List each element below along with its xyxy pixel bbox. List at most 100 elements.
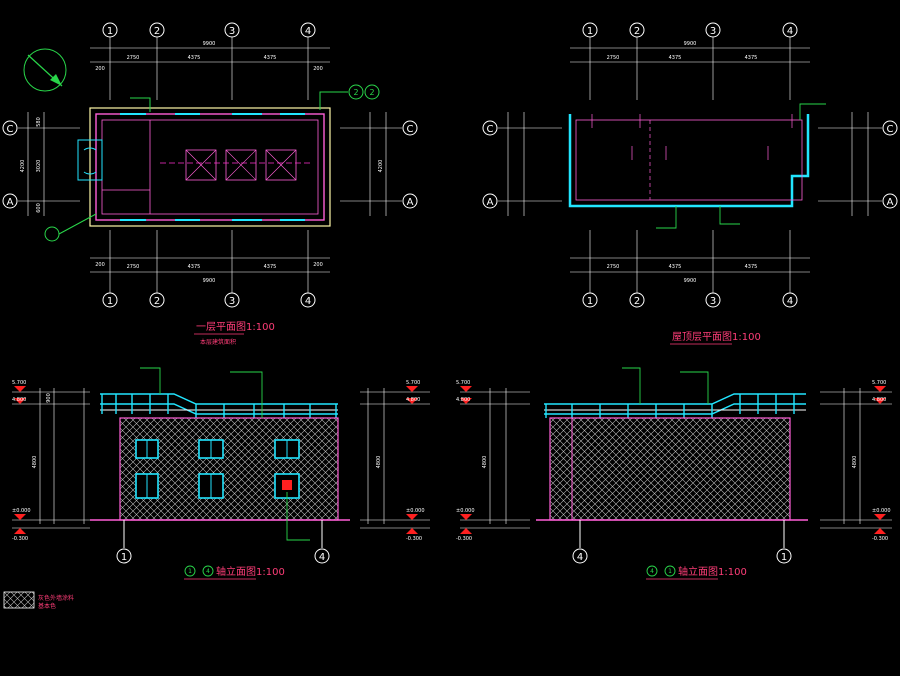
first-floor-plan: 1 2 3 4 1 2 3 4 C A C A 9900 <box>2 22 418 346</box>
axis-label: 1 <box>587 296 593 307</box>
axis-label: 4 <box>577 552 583 563</box>
level-text: 4.800 <box>406 397 420 403</box>
axis-label: 1 <box>781 552 787 563</box>
axis-label: 3 <box>229 26 235 37</box>
hatch-swatch <box>3 591 35 609</box>
view-title: 屋顶层平面图 <box>672 331 732 343</box>
legend-note: 基本色 <box>38 602 56 610</box>
axis-label: C <box>407 124 414 135</box>
dimension-text: 2750 <box>127 264 140 270</box>
level-text: 5.700 <box>456 380 470 386</box>
level-text: -0.300 <box>406 536 422 542</box>
back-elevation: 5.700 4.800 ±0.000 -0.300 5.700 4.800 ±0… <box>456 367 892 580</box>
callout-number: 2 <box>369 88 374 97</box>
axis-label: 1 <box>107 296 113 307</box>
dimension-text: 200 <box>95 66 105 72</box>
area-note: 本层建筑面积 <box>200 338 236 346</box>
axis-label: 2 <box>634 296 640 307</box>
dimension-text: 600 <box>36 203 42 213</box>
axis-label: 4 <box>319 552 325 563</box>
axis-label: 1 <box>121 552 127 563</box>
axis-label: 4 <box>787 26 793 37</box>
dimension-text: 4375 <box>669 264 682 270</box>
dimension-text: 9900 <box>203 41 216 47</box>
axis-label: A <box>487 197 494 208</box>
front-elevation: 5.700 4.800 ±0.000 -0.300 5.700 4.800 ±0… <box>12 367 430 580</box>
dimension-text: 200 <box>313 66 323 72</box>
roof-plan: 1 2 3 4 1 2 3 4 C A C A 9900 275 <box>482 22 898 345</box>
level-text: 4.800 <box>456 397 470 403</box>
dimension-text: 3020 <box>36 160 42 173</box>
dimension-text: 200 <box>95 262 105 268</box>
dimension-text: 9900 <box>203 278 216 284</box>
axis-label: 2 <box>154 296 160 307</box>
view-scale: 1:100 <box>246 322 275 333</box>
level-text: ±0.000 <box>406 508 425 514</box>
axis-label: 4 <box>787 296 793 307</box>
axis-label: C <box>487 124 494 135</box>
title-axis: 4 <box>650 568 654 575</box>
dimension-text: 9900 <box>684 41 697 47</box>
view-title: 轴立面图 <box>678 565 718 578</box>
level-text: ±0.000 <box>456 508 475 514</box>
dimension-text: 4200 <box>20 160 26 173</box>
material-legend: 灰色外墙涂料 基本色 <box>3 591 74 610</box>
dimension-text: 4800 <box>852 456 858 469</box>
level-text: 4.800 <box>12 397 26 403</box>
level-text: 5.700 <box>12 380 26 386</box>
axis-label: C <box>887 124 894 135</box>
view-scale: 1:100 <box>256 567 285 578</box>
level-text: -0.300 <box>12 536 28 542</box>
view-title: 轴立面图 <box>216 565 256 578</box>
axis-label: 2 <box>154 26 160 37</box>
dimension-text: 2750 <box>127 55 140 61</box>
dimension-text: 4200 <box>378 160 384 173</box>
axis-label: 4 <box>305 296 311 307</box>
level-text: 5.700 <box>406 380 420 386</box>
dimension-text: 4375 <box>188 55 201 61</box>
level-text: -0.300 <box>872 536 888 542</box>
legend-label: 灰色外墙涂料 <box>38 594 74 602</box>
dimension-text: 580 <box>36 117 42 127</box>
dimension-text: 4375 <box>188 264 201 270</box>
axis-label: 1 <box>587 26 593 37</box>
title-axis: 1 <box>188 568 192 575</box>
view-title: 一层平面图 <box>196 321 246 333</box>
axis-label: 4 <box>305 26 311 37</box>
title-axis: 1 <box>668 568 672 575</box>
axis-label: C <box>7 124 14 135</box>
callout-number: 2 <box>353 88 358 97</box>
axis-label: 3 <box>710 296 716 307</box>
level-text: ±0.000 <box>12 508 31 514</box>
axis-label: 1 <box>107 26 113 37</box>
dimension-text: 4375 <box>264 264 277 270</box>
hydrant-marker-icon <box>282 480 292 490</box>
level-text: 4.800 <box>872 397 886 403</box>
dimension-text: 900 <box>46 393 52 403</box>
axis-label: A <box>887 197 894 208</box>
dimension-text: 2750 <box>607 264 620 270</box>
dimension-text: 4800 <box>482 456 488 469</box>
dimension-text: 9900 <box>684 278 697 284</box>
dimension-text: 4375 <box>264 55 277 61</box>
dimension-text: 200 <box>313 262 323 268</box>
view-scale: 1:100 <box>732 332 761 343</box>
level-text: -0.300 <box>456 536 472 542</box>
dimension-text: 4800 <box>32 456 38 469</box>
view-scale: 1:100 <box>718 567 747 578</box>
axis-label: A <box>7 197 14 208</box>
dimension-text: 4375 <box>669 55 682 61</box>
axis-label: 2 <box>634 26 640 37</box>
north-arrow-icon <box>23 48 67 92</box>
dimension-text: 4375 <box>745 55 758 61</box>
dimension-text: 4800 <box>376 456 382 469</box>
axis-label: 3 <box>710 26 716 37</box>
level-text: ±0.000 <box>872 508 891 514</box>
axis-label: 3 <box>229 296 235 307</box>
dimension-text: 2750 <box>607 55 620 61</box>
axis-label: A <box>407 197 414 208</box>
level-text: 5.700 <box>872 380 886 386</box>
title-axis: 4 <box>206 568 210 575</box>
dimension-text: 4375 <box>745 264 758 270</box>
